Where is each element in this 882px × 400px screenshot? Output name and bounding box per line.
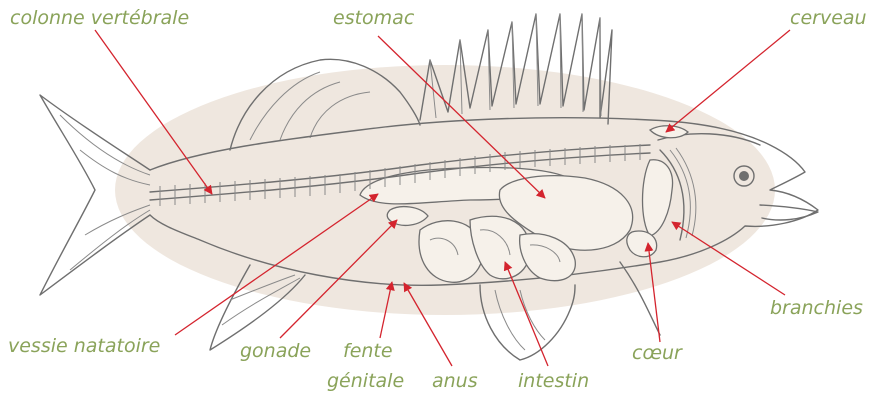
label-colonne-vertebrale: colonne vertébrale: [10, 7, 189, 29]
label-cerveau: cerveau: [790, 7, 867, 29]
label-vessie-natatoire: vessie natatoire: [8, 335, 160, 357]
label-intestin: intestin: [518, 370, 589, 392]
label-coeur: cœur: [632, 342, 683, 364]
label-anus: anus: [432, 370, 478, 392]
label-estomac: estomac: [333, 7, 415, 29]
label-genitale: génitale: [327, 370, 404, 392]
label-gonade: gonade: [240, 340, 311, 362]
label-branchies: branchies: [770, 297, 863, 319]
label-fente: fente: [343, 340, 393, 362]
